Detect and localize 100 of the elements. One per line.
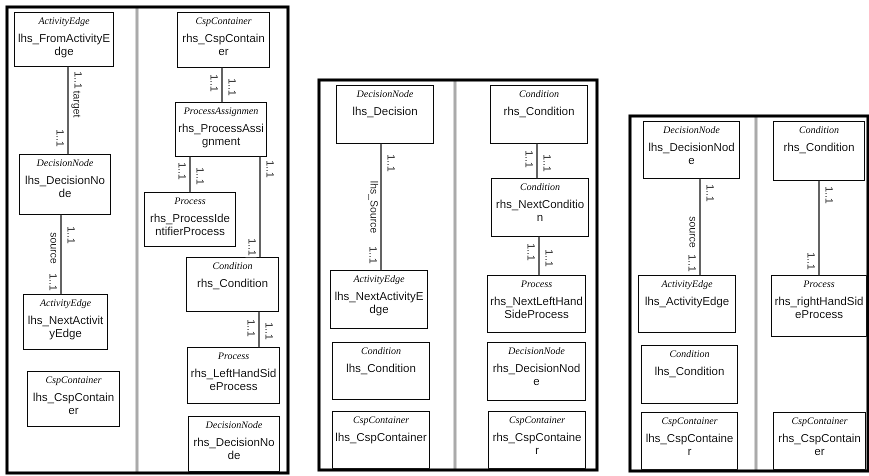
class-type-label: CspContainer bbox=[660, 416, 719, 428]
class-type-label: ActivityEdge bbox=[37, 16, 91, 28]
instance-name: lhs_ActivityEdge bbox=[644, 296, 730, 309]
instance-name: rhs_NextLeftHandSideProcess bbox=[490, 296, 583, 322]
class-box bbox=[332, 342, 430, 400]
association-line bbox=[380, 144, 382, 270]
multiplicity-label: 1..1 bbox=[246, 237, 256, 257]
association-line bbox=[60, 215, 62, 294]
class-type-label: Condition bbox=[668, 349, 710, 361]
class-box bbox=[14, 12, 114, 67]
instance-name: lhs_NextActivityEdge bbox=[26, 315, 104, 341]
class-box bbox=[187, 347, 280, 404]
instance-name: rhs_CspContainer bbox=[181, 33, 266, 59]
instance-name: lhs_DecisionNode bbox=[647, 142, 736, 168]
multiplicity-label: 1..1 bbox=[262, 322, 274, 341]
class-type-label: Process bbox=[173, 196, 207, 208]
instance-name: rhs_LeftHandSideProcess bbox=[190, 368, 277, 394]
class-box bbox=[19, 154, 111, 215]
instance-name: rhs_ProcessIdentifierProcess bbox=[149, 213, 231, 239]
instance-name: lhs_Condition bbox=[654, 366, 726, 379]
multiplicity-label: 1..1 bbox=[804, 251, 816, 271]
instance-name: rhs_CspContainer bbox=[492, 432, 582, 458]
class-box bbox=[177, 12, 270, 68]
multiplicity-label: 1..1 bbox=[244, 318, 256, 338]
class-type-label: ActivityEdge bbox=[38, 298, 92, 310]
class-box bbox=[175, 102, 267, 157]
class-type-label: Condition bbox=[360, 346, 402, 358]
class-type-label: Condition bbox=[518, 89, 560, 101]
instance-name: lhs_CspContainer bbox=[335, 432, 427, 445]
multiplicity-label: 1..1 bbox=[194, 166, 204, 186]
edge-label: source bbox=[48, 231, 58, 265]
edge-label: target bbox=[70, 89, 82, 118]
instance-name: rhs_CspContainer bbox=[777, 433, 862, 459]
instance-name: lhs_Condition bbox=[345, 363, 417, 376]
edge-label: source bbox=[686, 215, 698, 249]
class-box bbox=[773, 121, 865, 181]
multiplicity-label: 1..1 bbox=[384, 153, 396, 173]
class-box bbox=[641, 412, 738, 470]
multiplicity-label: 1..1 bbox=[208, 74, 218, 94]
class-type-label: ProcessAssignmen bbox=[182, 106, 260, 118]
class-box bbox=[27, 371, 120, 427]
class-type-label: CspContainer bbox=[194, 16, 253, 28]
multiplicity-label: 1..1 bbox=[704, 184, 714, 204]
multiplicity-label: 1..1 bbox=[54, 128, 64, 148]
class-box bbox=[144, 192, 236, 247]
class-box bbox=[23, 294, 108, 350]
class-box bbox=[487, 342, 586, 401]
class-box bbox=[487, 275, 586, 333]
multiplicity-label: 1..1 bbox=[366, 245, 378, 265]
instance-name: rhs_NextCondition bbox=[494, 199, 586, 225]
instance-name: lhs_CspContainer bbox=[32, 392, 116, 418]
class-type-label: DecisionNode bbox=[36, 158, 94, 170]
class-box bbox=[188, 416, 280, 472]
class-box bbox=[643, 121, 740, 179]
class-type-label: CspContainer bbox=[44, 375, 103, 387]
class-type-label: CspContainer bbox=[352, 415, 410, 427]
multiplicity-label: 1..1 bbox=[540, 152, 552, 172]
class-type-label: Process bbox=[216, 351, 250, 363]
class-type-label: DecisionNode bbox=[507, 346, 566, 358]
instance-name: rhs_Condition bbox=[502, 106, 576, 119]
multiplicity-label: 1..1 bbox=[72, 70, 82, 90]
association-line bbox=[67, 67, 69, 154]
class-type-label: DecisionNode bbox=[662, 125, 721, 137]
class-type-label: Condition bbox=[798, 125, 840, 137]
multiplicity-label: 1..1 bbox=[542, 248, 554, 268]
instance-name: rhs_rightHandSideProcess bbox=[774, 296, 864, 322]
instance-name: lhs_DecisionNode bbox=[24, 175, 106, 201]
multiplicity-label: 1..1 bbox=[264, 159, 274, 179]
class-type-label: Condition bbox=[211, 261, 254, 273]
class-box bbox=[332, 411, 430, 469]
multiplicity-label: 1..1 bbox=[686, 252, 696, 272]
instance-name: lhs_CspContainer bbox=[644, 433, 734, 459]
multiplicity-label: 1..1 bbox=[176, 161, 186, 181]
instance-name: rhs_Condition bbox=[782, 142, 856, 155]
class-box bbox=[330, 270, 428, 329]
class-type-label: Process bbox=[802, 279, 836, 291]
instance-name: lhs_NextActivityEdge bbox=[334, 291, 424, 317]
multiplicity-label: 1..1 bbox=[46, 272, 58, 292]
class-type-label: Condition bbox=[518, 182, 561, 194]
class-type-label: DecisionNode bbox=[204, 420, 264, 432]
class-type-label: ActivityEdge bbox=[660, 279, 714, 291]
class-type-label: Process bbox=[520, 279, 554, 291]
class-box bbox=[336, 85, 434, 144]
class-box bbox=[773, 412, 866, 470]
class-type-label: CspContainer bbox=[508, 415, 566, 427]
class-box bbox=[638, 275, 736, 333]
class-type-label: DecisionNode bbox=[356, 89, 414, 101]
class-box bbox=[186, 257, 279, 312]
instance-name: lhs_FromActivityEdge bbox=[17, 33, 111, 59]
class-box bbox=[490, 85, 588, 144]
class-type-label: ActivityEdge bbox=[352, 274, 406, 286]
multiplicity-label: 1..1 bbox=[822, 185, 834, 205]
edge-label: lhs_Source bbox=[368, 180, 378, 234]
class-type-label: CspContainer bbox=[790, 416, 849, 428]
instance-name: rhs_DecisionNode bbox=[492, 363, 582, 389]
class-box bbox=[771, 275, 867, 337]
multiplicity-label: 1..1 bbox=[226, 76, 236, 96]
class-box bbox=[641, 345, 738, 404]
instance-name: lhs_Decision bbox=[351, 106, 419, 119]
multiplicity-label: 1..1 bbox=[522, 150, 534, 170]
